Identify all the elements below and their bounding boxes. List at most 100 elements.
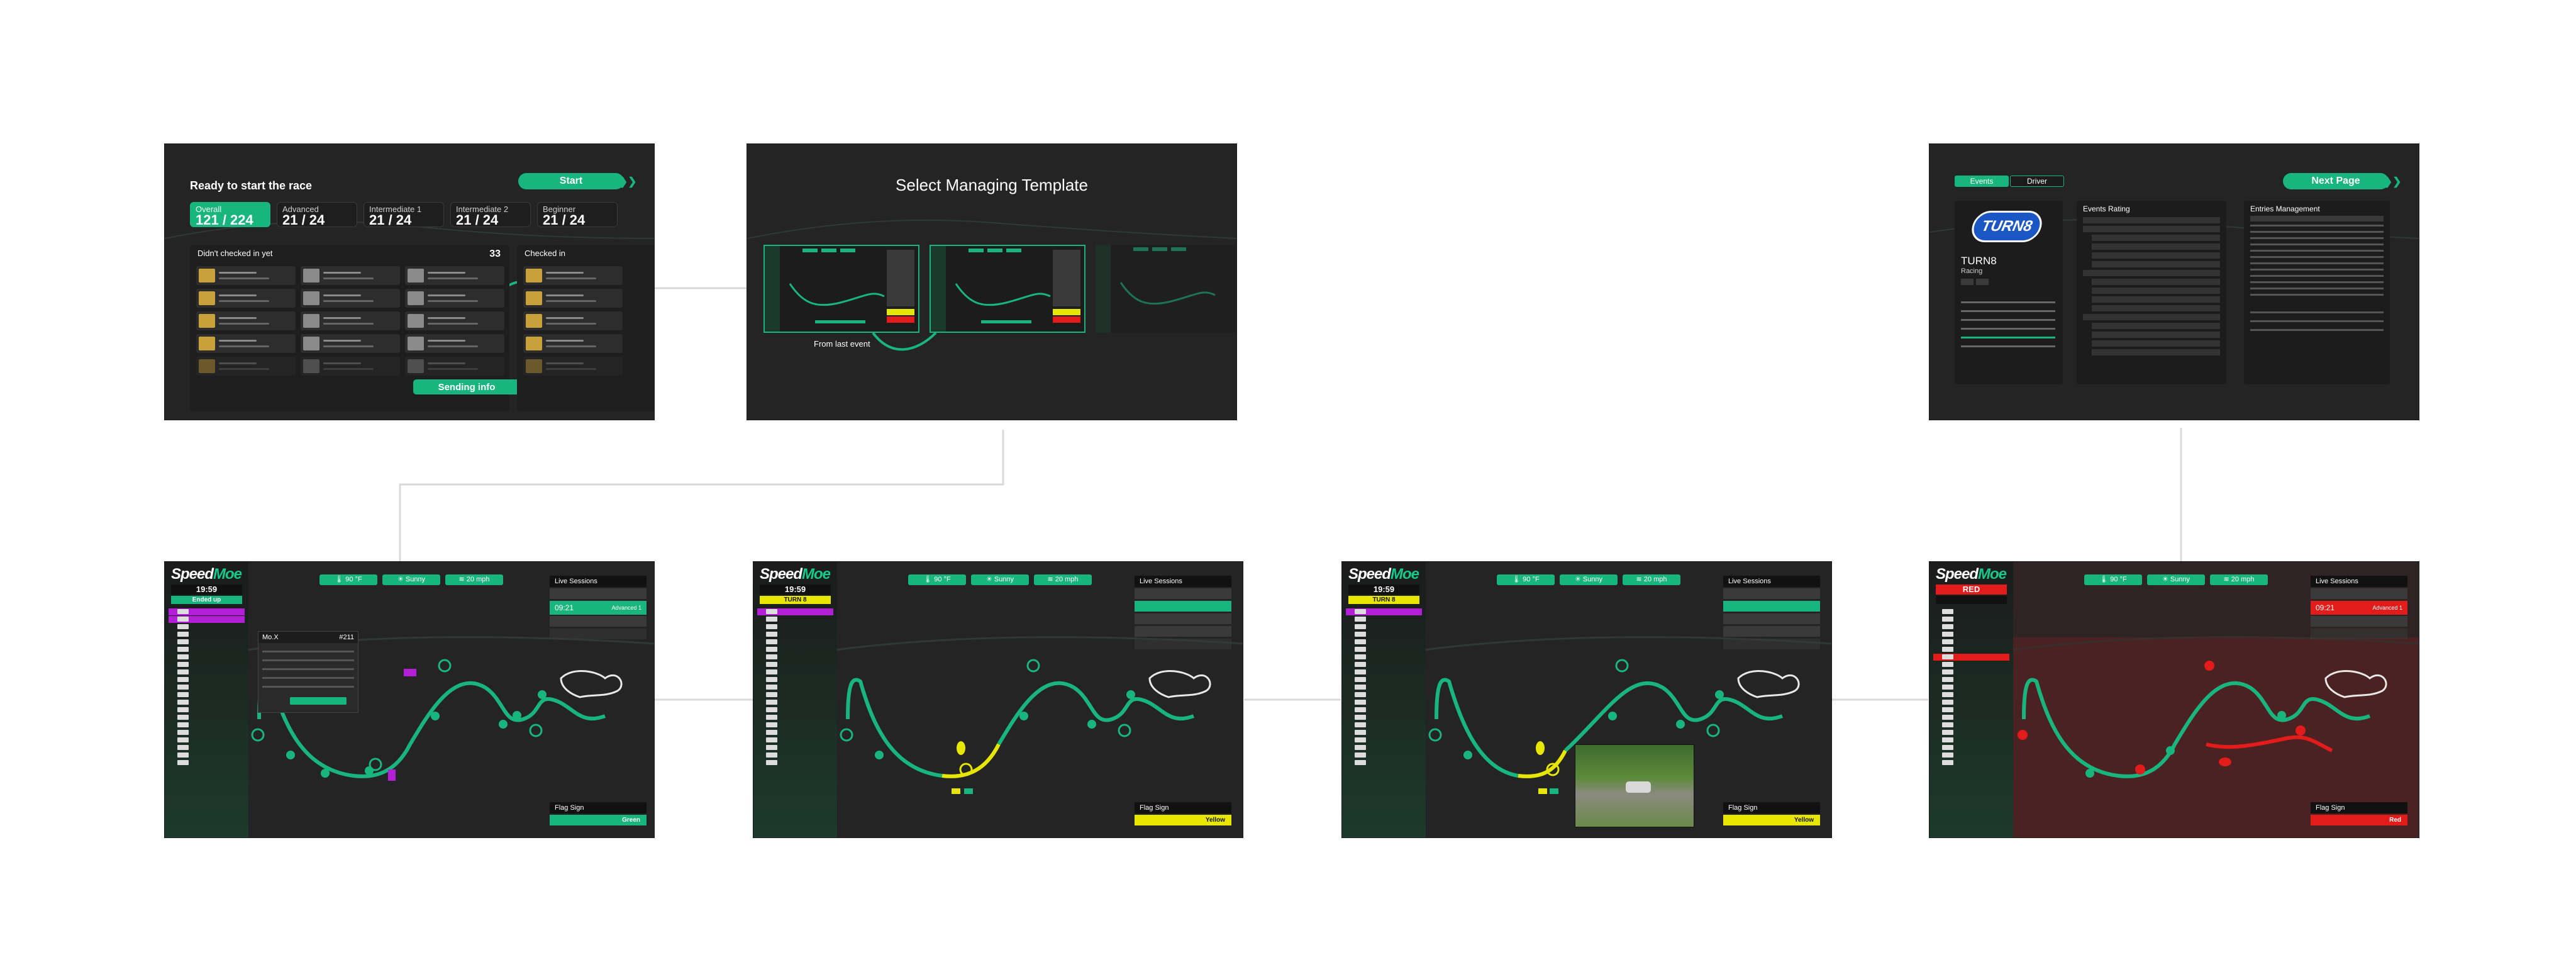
list-item[interactable] [405,334,504,353]
list-item[interactable] [523,357,623,376]
tab-events[interactable]: Events [1955,176,2009,187]
table-row[interactable] [757,729,833,736]
table-row[interactable] [1933,608,2009,615]
table-row[interactable] [1933,759,2009,766]
next-page-button[interactable]: Next Page [2283,173,2389,189]
table-row[interactable] [1346,654,1422,661]
table-row[interactable] [169,722,245,729]
table-row[interactable] [1933,661,2009,668]
template-card-1[interactable] [763,245,919,333]
table-row[interactable] [1346,661,1422,668]
table-row[interactable] [1346,699,1422,706]
table-row[interactable] [1933,624,2009,630]
session-row[interactable] [1135,588,1231,599]
table-row[interactable] [1346,616,1422,623]
session-row[interactable] [1723,613,1820,624]
list-item[interactable] [196,289,296,308]
session-row[interactable] [1723,639,1820,649]
table-row[interactable] [1346,631,1422,638]
table-row[interactable] [757,608,833,615]
table-row[interactable] [1933,729,2009,736]
table-row[interactable] [757,654,833,661]
list-item[interactable] [301,266,400,285]
table-row[interactable] [1933,669,2009,676]
table-row[interactable] [169,631,245,638]
table-row[interactable] [757,752,833,759]
table-row[interactable] [169,714,245,721]
table-row[interactable] [1933,684,2009,691]
table-row[interactable] [169,646,245,653]
table-row[interactable] [757,707,833,713]
table-row[interactable] [1933,646,2009,653]
table-row[interactable] [757,684,833,691]
table-row[interactable] [1346,714,1422,721]
table-row[interactable] [169,608,245,615]
table-row[interactable] [757,676,833,683]
table-row[interactable] [757,699,833,706]
session-row[interactable] [1723,626,1820,637]
tile-advanced[interactable]: Advanced 21 / 24 [277,202,357,228]
table-row[interactable] [1933,631,2009,638]
session-row[interactable] [2311,616,2407,627]
list-item[interactable] [405,266,504,285]
table-row[interactable] [757,744,833,751]
template-card-3[interactable] [1096,245,1236,333]
table-row[interactable] [1346,646,1422,653]
table-row[interactable] [1933,676,2009,683]
tile-intermediate-1[interactable]: Intermediate 1 21 / 24 [364,202,444,228]
table-row[interactable] [1346,639,1422,646]
table-row[interactable] [169,691,245,698]
start-button[interactable]: Start [518,173,624,189]
table-row[interactable] [1933,744,2009,751]
table-row[interactable] [1346,684,1422,691]
tile-beginner[interactable]: Beginner 21 / 24 [537,202,618,228]
table-row[interactable] [1933,752,2009,759]
session-row[interactable] [1135,601,1231,612]
table-row[interactable] [1346,744,1422,751]
table-row[interactable] [757,646,833,653]
table-row[interactable] [757,691,833,698]
list-item[interactable] [301,357,400,376]
table-row[interactable] [1346,752,1422,759]
list-item[interactable] [523,289,623,308]
list-item[interactable] [301,311,400,330]
list-item[interactable] [196,311,296,330]
list-item[interactable] [301,289,400,308]
session-row[interactable] [550,629,647,639]
list-item[interactable] [523,311,623,330]
table-row[interactable] [169,707,245,713]
template-card-2[interactable] [930,245,1085,333]
tab-driver[interactable]: Driver [2010,176,2064,187]
table-row[interactable] [1346,669,1422,676]
table-row[interactable] [169,624,245,630]
table-row[interactable] [1346,608,1422,615]
table-row[interactable] [1933,714,2009,721]
table-row[interactable] [169,684,245,691]
table-row[interactable] [757,624,833,630]
table-row[interactable] [757,639,833,646]
track-camera-feed[interactable] [1575,744,1694,827]
session-row[interactable] [550,588,647,599]
table-row[interactable] [757,722,833,729]
list-item[interactable] [405,289,504,308]
table-row[interactable] [1346,707,1422,713]
table-row[interactable] [1346,759,1422,766]
session-row[interactable] [1135,639,1231,649]
table-row[interactable] [169,752,245,759]
table-row[interactable] [1933,722,2009,729]
table-row[interactable] [169,661,245,668]
table-row[interactable] [169,744,245,751]
session-row[interactable] [1723,601,1820,612]
table-row[interactable] [1933,691,2009,698]
table-row[interactable] [169,616,245,623]
session-row[interactable] [1135,613,1231,624]
table-row[interactable] [1933,654,2009,661]
table-row[interactable] [757,759,833,766]
table-row[interactable] [1933,737,2009,744]
table-row[interactable] [169,737,245,744]
table-row[interactable] [757,669,833,676]
table-row[interactable] [169,699,245,706]
table-row[interactable] [1346,729,1422,736]
table-row[interactable] [1933,707,2009,713]
